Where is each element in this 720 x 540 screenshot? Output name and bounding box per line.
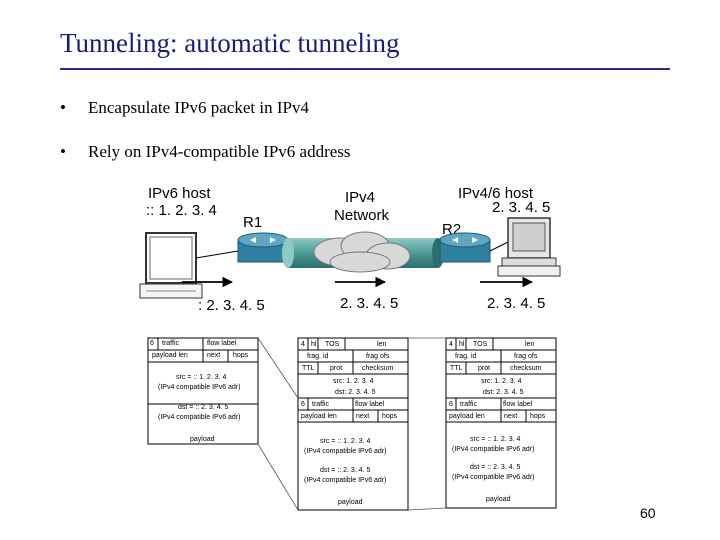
pkt-mid-next: next	[356, 413, 370, 420]
pkt-mid-traffic: traffic	[312, 401, 329, 408]
network-label-line1: IPv4	[345, 189, 376, 206]
router-r1-label: R1	[243, 214, 263, 231]
link-r2-host	[489, 241, 509, 252]
pkt-left-dst-note: (IPv4 compatible IPv6 adr)	[158, 414, 241, 421]
pkt-left-payload: payload	[190, 436, 215, 443]
host-left-name: IPv6 host	[148, 185, 211, 202]
pkt-left-version: 6	[150, 340, 154, 347]
pkt-right-v4-len: len	[525, 341, 535, 348]
slide-title: Tunneling: automatic tunneling	[60, 28, 400, 58]
arrow-label-right: 2. 3. 4. 5	[487, 295, 546, 312]
pkt-left-traffic: traffic	[162, 340, 179, 347]
projection-line	[257, 443, 299, 511]
bullet-text: Rely on IPv4-compatible IPv6 address	[88, 142, 351, 161]
pkt-left-hops: hops	[233, 352, 249, 359]
pkt-right-next: next	[504, 413, 518, 420]
packet-right	[445, 337, 557, 509]
pkt-right-v4-hl: hl	[459, 341, 465, 348]
pkt-mid-v4-version: 4	[301, 341, 305, 348]
pkt-left-src: src = :: 1. 2. 3. 4	[176, 374, 227, 381]
pkt-right-flow-label: flow label	[503, 401, 533, 408]
pkt-right-payload: payload	[486, 496, 511, 503]
projection-line	[407, 507, 447, 511]
pkt-mid-v4-dst: dst: 2. 3. 4. 5	[335, 389, 376, 396]
host-right-computer	[497, 217, 561, 277]
pkt-right-v4-src: src: 1. 2. 3. 4	[481, 378, 522, 385]
projection-line	[257, 337, 299, 399]
host-right-address: 2. 3. 4. 5	[492, 199, 551, 216]
pkt-mid-dst-note: (IPv4 compatible IPv6 adr)	[304, 477, 387, 484]
pkt-mid-v4-src: src: 1. 2. 3. 4	[333, 378, 374, 385]
title-underline	[60, 68, 670, 70]
pkt-mid-payload-len: payload len	[301, 413, 337, 420]
pkt-right-dst-note: (IPv4 compatible IPv6 adr)	[452, 474, 535, 481]
pkt-right-payload-len: payload len	[449, 413, 485, 420]
packet-left	[147, 337, 259, 445]
arrow-label-middle: 2. 3. 4. 5	[340, 295, 399, 312]
pkt-mid-flow-label: flow label	[355, 401, 385, 408]
pkt-right-v4-frag-ofs: frag ofs	[514, 353, 538, 360]
host-left-computer	[139, 232, 203, 299]
pkt-mid-v4-len: len	[377, 341, 387, 348]
packet-mid	[297, 337, 409, 511]
pkt-mid-v4-frag-ofs: frag ofs	[366, 353, 390, 360]
pkt-mid-dst: dst = :: 2. 3. 4. 5	[320, 467, 371, 474]
pkt-left-flow-label: flow label	[207, 340, 237, 347]
network-cloud	[313, 231, 411, 273]
bullet-2: • Rely on IPv4-compatible IPv6 address	[60, 142, 351, 162]
pkt-right-version: 6	[449, 401, 453, 408]
page-number: 60	[640, 505, 656, 521]
pkt-right-src-note: (IPv4 compatible IPv6 adr)	[452, 446, 535, 453]
pkt-mid-src-note: (IPv4 compatible IPv6 adr)	[304, 448, 387, 455]
pkt-right-v4-version: 4	[449, 341, 453, 348]
pkt-mid-v4-tos: TOS	[325, 341, 340, 348]
router-r1-icon	[237, 232, 289, 263]
bullet-dot: •	[60, 142, 66, 161]
pkt-mid-v4-checksum: checksum	[362, 365, 394, 372]
pkt-right-v4-tos: TOS	[473, 341, 488, 348]
pkt-right-v4-ttl: TTL	[450, 365, 463, 372]
pkt-right-dst: dst = :: 2. 3. 4. 5	[470, 464, 521, 471]
router-r2-icon	[439, 232, 491, 263]
bullet-1: • Encapsulate IPv6 packet in IPv4	[60, 98, 309, 118]
host-left-address: :: 1. 2. 3. 4	[146, 202, 217, 219]
pkt-mid-v4-ttl: TTL	[302, 365, 315, 372]
link-host-r1	[195, 250, 239, 259]
pkt-right-v4-prot: prot	[478, 365, 491, 372]
pkt-mid-version: 6	[301, 401, 305, 408]
pkt-mid-v4-hl: hl	[311, 341, 317, 348]
pkt-right-v4-frag-id: frag. id	[455, 353, 477, 360]
network-label-line2: Network	[334, 207, 390, 224]
arrow-label-left: : 2. 3. 4. 5	[198, 297, 265, 314]
pkt-left-payload-len: payload len	[152, 352, 188, 359]
pkt-mid-v4-frag-id: frag. id	[307, 353, 329, 360]
pkt-left-dst: dst = :: 2. 3. 4. 5	[178, 404, 229, 411]
pkt-mid-src: src = :: 1. 2. 3. 4	[320, 438, 371, 445]
pkt-left-src-note: (IPv4 compatible IPv6 adr)	[158, 384, 241, 391]
pkt-mid-payload: payload	[338, 499, 363, 506]
host-right-name: IPv4/6 host	[458, 185, 534, 202]
pkt-right-hops: hops	[530, 413, 546, 420]
bullet-dot: •	[60, 98, 66, 117]
pkt-right-v4-dst: dst: 2. 3. 4. 5	[483, 389, 524, 396]
bullet-text: Encapsulate IPv6 packet in IPv4	[88, 98, 309, 117]
pkt-right-src: src = :: 1. 2. 3. 4	[470, 436, 521, 443]
pkt-right-traffic: traffic	[460, 401, 477, 408]
pkt-left-next: next	[207, 352, 221, 359]
pkt-mid-hops: hops	[382, 413, 398, 420]
pkt-mid-v4-prot: prot	[330, 365, 343, 372]
pkt-right-v4-checksum: checksum	[510, 365, 542, 372]
